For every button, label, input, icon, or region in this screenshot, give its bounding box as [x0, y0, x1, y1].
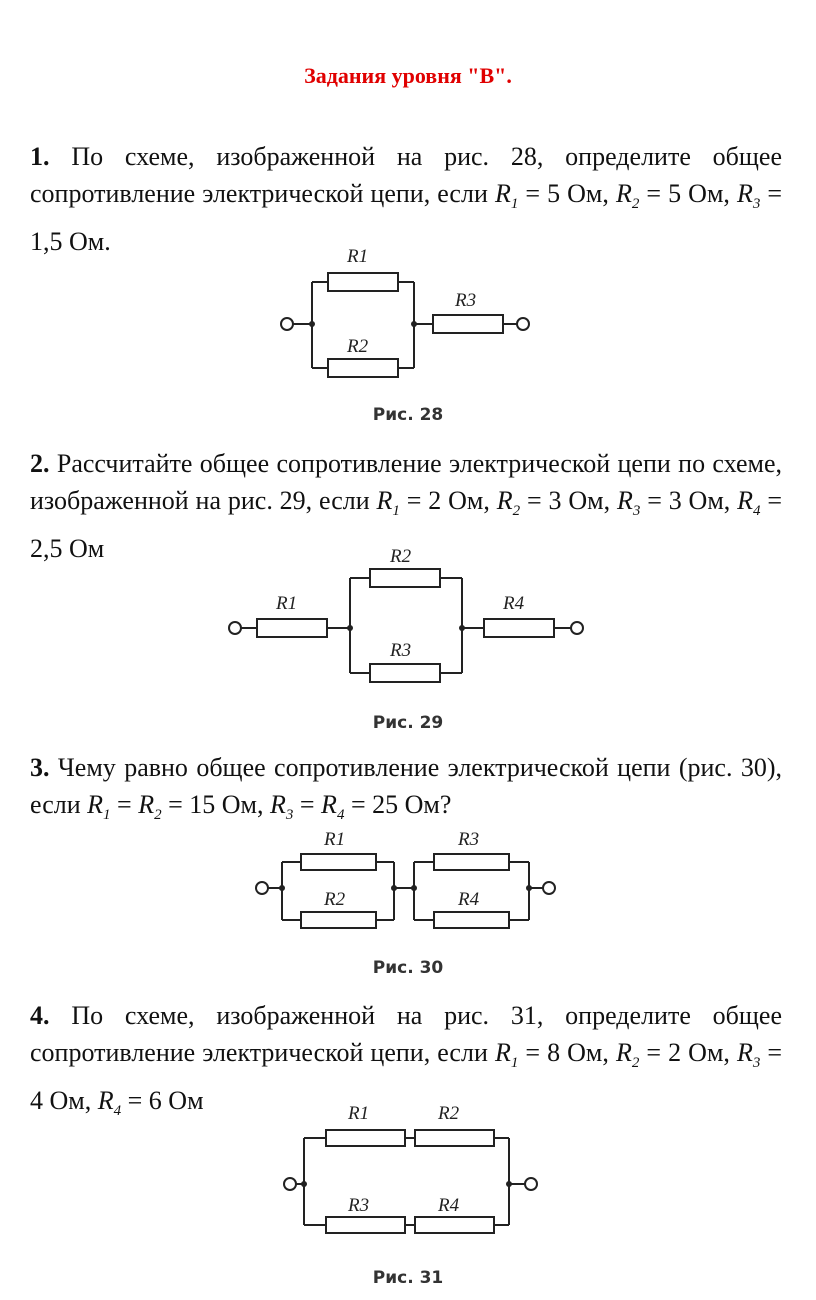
junction-dot	[411, 321, 417, 327]
label-r2: R2	[389, 546, 412, 567]
junction-dot	[279, 885, 285, 891]
terminal-node	[570, 621, 584, 635]
resistor-r2	[369, 568, 441, 588]
resistor-value: = 2,5 Ом	[30, 486, 783, 564]
resistor-value: = 5 Ом,	[646, 179, 730, 208]
label-r2: R2	[346, 336, 369, 357]
task-number: 1.	[30, 142, 50, 171]
junction-dot	[391, 885, 397, 891]
resistor-symbol: R3	[736, 179, 761, 213]
resistor-value: = 5 Ом,	[525, 179, 609, 208]
resistor-symbol: R3	[269, 790, 294, 824]
resistor-symbol: R3	[616, 486, 641, 520]
resistor-r3	[433, 853, 510, 871]
resistor-r2	[300, 911, 377, 929]
junction-dot	[309, 321, 315, 327]
resistor-r3	[369, 663, 441, 683]
label-r3: R3	[454, 290, 476, 311]
resistor-value: = 6 Ом	[127, 1086, 204, 1116]
resistor-value: = 3 Ом,	[647, 486, 731, 515]
task-2-text: 2. Рассчитайте общее сопротивление элект…	[30, 445, 782, 567]
terminal-node	[255, 881, 269, 895]
circuit-diagram-fig30: R1 R2 R3 R4	[255, 829, 556, 929]
resistor-value: = 4 Ом,	[30, 1038, 783, 1116]
resistor-symbol: R2	[496, 486, 521, 520]
resistor-r4	[433, 911, 510, 929]
label-r1: R1	[347, 1103, 369, 1124]
resistor-symbol: R4	[737, 486, 761, 520]
circuit-diagram-fig29: R1 R2 R3 R4	[228, 546, 584, 683]
terminal-node	[524, 1177, 538, 1191]
resistor-r4	[414, 1216, 495, 1234]
label-r2: R2	[323, 889, 346, 910]
label-r3: R3	[457, 829, 479, 850]
resistor-symbol: R2	[615, 179, 640, 213]
label-r1: R1	[346, 246, 368, 267]
terminal-node	[516, 317, 530, 331]
task-intro: По схеме, изображенной на рис. 28, опред…	[30, 142, 783, 208]
label-r3: R3	[347, 1195, 369, 1216]
figure-caption: Рис. 28	[372, 405, 444, 425]
resistor-symbol: R4	[321, 790, 345, 824]
figure-caption: Рис. 29	[372, 713, 444, 733]
resistor-symbol: R1	[376, 486, 400, 520]
resistor-r1	[327, 272, 399, 292]
resistor-value: = 15 Ом,	[168, 790, 264, 819]
terminal-node	[228, 621, 242, 635]
circuit-diagram-fig28: R1 R2 R3	[280, 246, 530, 378]
equals-sign: =	[117, 790, 132, 819]
terminal-node	[280, 317, 294, 331]
resistor-symbol: R3	[736, 1038, 761, 1072]
resistor-symbol: R2	[138, 790, 162, 824]
resistor-value: = 1,5 Ом.	[30, 179, 783, 257]
junction-dot	[411, 885, 417, 891]
resistor-value: = 2 Ом,	[406, 486, 490, 515]
label-r1: R1	[275, 593, 297, 614]
task-intro: Чему равно общее сопротивление электриче…	[30, 753, 783, 819]
resistor-value: = 8 Ом,	[525, 1038, 609, 1067]
task-4-text: 4. По схеме, изображенной на рис. 31, оп…	[30, 997, 782, 1130]
terminal-node	[542, 881, 556, 895]
terminal-node	[283, 1177, 297, 1191]
resistor-r1	[256, 618, 328, 638]
resistor-r2	[414, 1129, 495, 1147]
resistor-r1	[300, 853, 377, 871]
junction-dot	[526, 885, 532, 891]
junction-dot	[301, 1181, 307, 1187]
resistor-symbol: R2	[615, 1038, 640, 1072]
junction-dot	[459, 625, 465, 631]
resistor-r4	[483, 618, 555, 638]
task-number: 4.	[30, 1001, 50, 1030]
task-number: 3.	[30, 753, 50, 782]
circuit-diagram-fig31: R1 R2 R3 R4	[283, 1103, 538, 1234]
label-r1: R1	[323, 829, 345, 850]
task-intro: Рассчитайте общее сопротивление электрич…	[30, 449, 783, 515]
task-1-text: 1. По схеме, изображенной на рис. 28, оп…	[30, 138, 782, 260]
junction-dot	[506, 1181, 512, 1187]
resistor-r2	[327, 358, 399, 378]
resistor-r1	[325, 1129, 406, 1147]
label-r2: R2	[437, 1103, 460, 1124]
task-intro: По схеме, изображенной на рис. 31, опред…	[30, 1001, 783, 1067]
resistor-symbol: R1	[494, 1038, 519, 1072]
label-r4: R4	[502, 593, 525, 614]
resistor-symbol: R1	[494, 179, 519, 213]
junction-dot	[347, 625, 353, 631]
resistor-r3	[325, 1216, 406, 1234]
resistor-value: = 2 Ом,	[646, 1038, 730, 1067]
resistor-symbol: R1	[87, 790, 111, 824]
label-r4: R4	[457, 889, 480, 910]
resistor-value: = 3 Ом,	[526, 486, 611, 515]
resistor-symbol: R4	[97, 1086, 122, 1120]
task-number: 2.	[30, 449, 50, 478]
figure-caption: Рис. 31	[372, 1268, 444, 1288]
figure-caption: Рис. 30	[372, 958, 444, 978]
resistor-r3	[432, 314, 504, 334]
equals-sign: =	[299, 790, 315, 819]
task-3-text: 3. Чему равно общее сопротивление электр…	[30, 749, 782, 834]
resistor-value: = 25 Ом?	[350, 790, 452, 819]
page-title: Задания уровня "В".	[304, 63, 512, 88]
label-r4: R4	[437, 1195, 460, 1216]
label-r3: R3	[389, 640, 411, 661]
